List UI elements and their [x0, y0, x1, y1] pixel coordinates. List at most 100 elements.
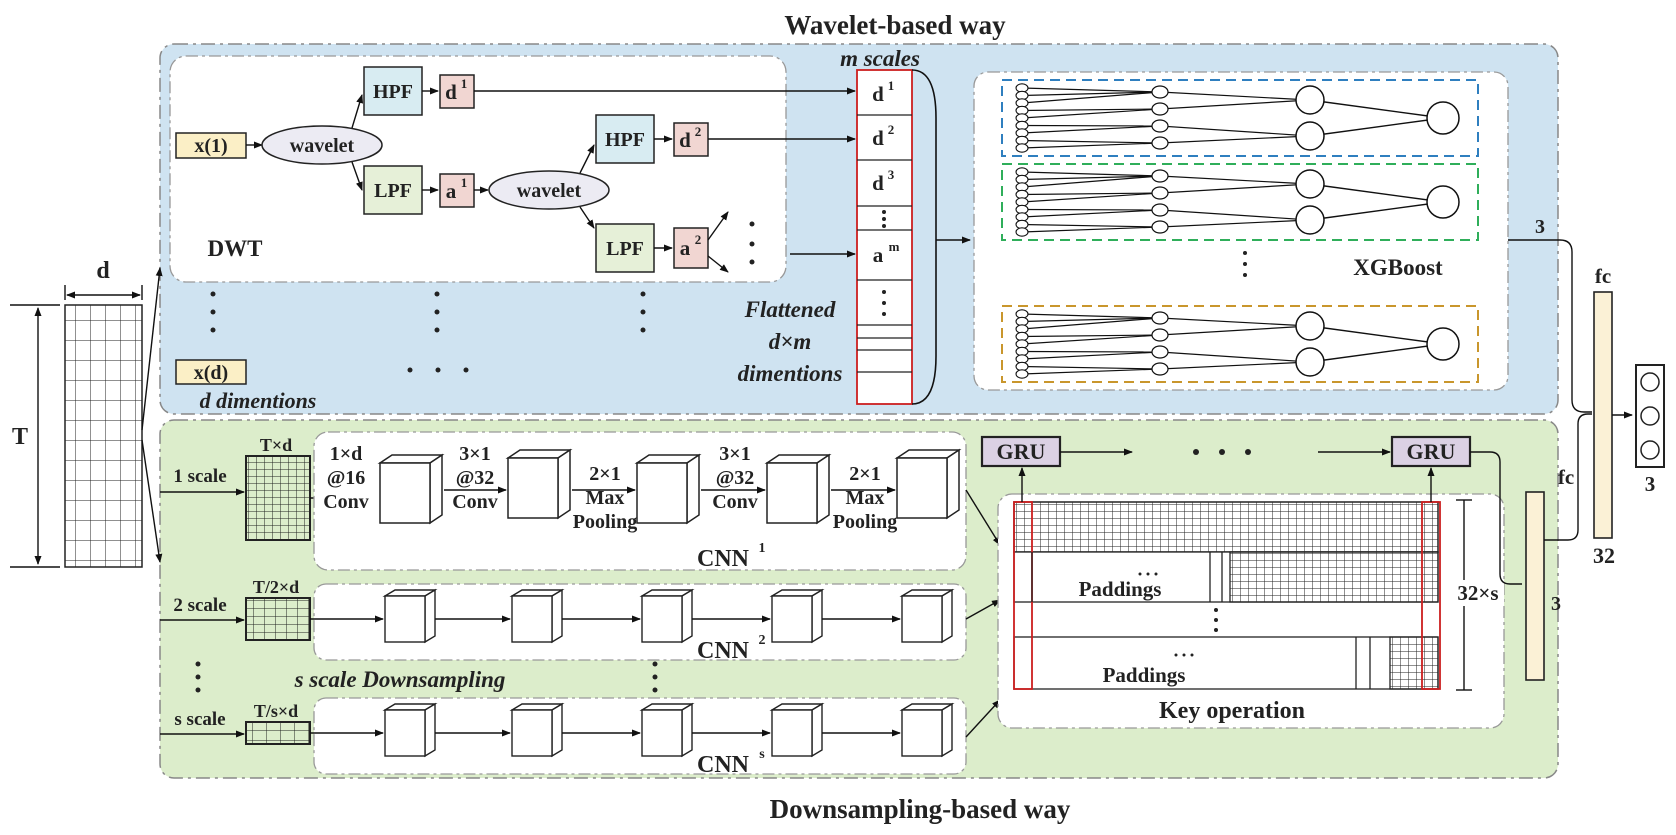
svg-text:2 scale: 2 scale: [173, 595, 226, 616]
title-downsampling-way: Downsampling-based way: [770, 794, 1071, 824]
cnn2-label: CNN 2: [697, 633, 766, 664]
scale-row-2: 2 scale T/2×d: [160, 577, 311, 641]
arrow-to-wavelet: [141, 267, 163, 431]
lpf-box-2: LPF: [595, 223, 655, 273]
svg-text:d×m: d×m: [769, 329, 812, 354]
xgboost-output-size: 3: [1535, 216, 1545, 238]
t-label: T: [12, 424, 28, 450]
svg-text:HPF: HPF: [605, 129, 645, 151]
x1-box: x(1): [175, 132, 247, 159]
hpf-box-1: HPF: [363, 66, 423, 116]
cnn-layer-5-label-3: Pooling: [833, 511, 897, 533]
xgboost-box: [973, 71, 1509, 391]
cnn-layer-3-label-1: 2×1: [589, 463, 620, 485]
fc-label-lower: fc: [1558, 465, 1574, 489]
xd-box: x(d): [175, 359, 247, 385]
svg-text:CNN: CNN: [697, 546, 750, 572]
cnns-label: CNN s: [697, 747, 765, 778]
fc-layer-lower: [1525, 491, 1545, 681]
svg-text:a: a: [873, 243, 884, 267]
flattened-label: Flattened d×m dimentions: [738, 297, 843, 386]
svg-text:2: 2: [759, 633, 766, 648]
svg-text:1 scale: 1 scale: [173, 466, 226, 487]
cnn-layer-3-label-2: Max: [586, 487, 625, 509]
svg-text:a: a: [446, 179, 457, 203]
xgboost-label: XGBoost: [1353, 255, 1443, 280]
svg-text:LPF: LPF: [606, 238, 644, 260]
svg-text:2: 2: [695, 232, 702, 247]
d-dimentions-label: d dimentions: [200, 388, 317, 413]
svg-text:dimentions: dimentions: [738, 361, 843, 386]
dwt-vertical-dots: [749, 221, 755, 265]
coef-a2: a 2: [673, 227, 709, 269]
input-matrix: d T: [10, 258, 163, 568]
svg-text:d: d: [872, 171, 884, 195]
coef-d1: d 1: [439, 74, 475, 109]
d-label: d: [96, 258, 110, 284]
scale-row-1: 1 scale T×d: [160, 435, 379, 541]
svg-text:3: 3: [888, 167, 895, 182]
cnn-layer-4-label-3: Conv: [712, 491, 758, 513]
key-operation-matrix: [1013, 501, 1441, 690]
final-output: [1635, 364, 1665, 468]
s-scale-downsampling-label: s scale Downsampling: [294, 667, 506, 692]
fc-lower-output: 3: [1551, 593, 1561, 615]
svg-text:2: 2: [888, 122, 895, 137]
cnn-layer-2-label-1: 3×1: [459, 443, 490, 465]
svg-text:LPF: LPF: [374, 180, 412, 202]
svg-text:CNN: CNN: [697, 752, 750, 778]
svg-text:GRU: GRU: [1407, 439, 1456, 464]
wavelet-node-2: wavelet: [488, 170, 610, 210]
scale-row-s: s scale T/s×d: [160, 701, 311, 745]
tree-box-2: [1001, 163, 1479, 241]
cnn1-layer-labels: 1×d@16Conv3×1@32Conv2×1MaxPooling3×1@32C…: [323, 443, 897, 533]
coef-d2: d 2: [673, 122, 709, 157]
size-bracket: [1454, 499, 1504, 691]
svg-text:HPF: HPF: [373, 81, 413, 103]
arrow-to-downsampling: [141, 439, 163, 563]
cnn-layer-5-label-1: 2×1: [849, 463, 880, 485]
fc-lower-to-fc: [1544, 413, 1592, 541]
gru-right: GRU: [1390, 435, 1472, 468]
svg-text:d: d: [445, 80, 457, 104]
svg-text:d: d: [872, 126, 884, 150]
svg-text:a: a: [680, 236, 691, 260]
cnn-layer-5-label-2: Max: [846, 487, 885, 509]
coefficient-stack: d 1 d 2 d 3 a m: [856, 69, 913, 405]
dwt-label: DWT: [208, 236, 263, 261]
m-scales-label: m scales: [840, 46, 920, 71]
tree-box-1: [1001, 79, 1479, 157]
cnn1-label: CNN 1: [697, 541, 766, 572]
cnn-layer-4-label-1: 3×1: [719, 443, 750, 465]
cnn-layer-2-label-2: @32: [456, 467, 495, 489]
cnn-layer-4-label-2: @32: [716, 467, 755, 489]
paddings-label-2: Paddings: [1103, 663, 1186, 687]
svg-text:T/s×d: T/s×d: [254, 701, 298, 721]
size-label: 32×s: [1457, 581, 1498, 605]
svg-text:CNN: CNN: [697, 638, 750, 664]
paddings-label-1: Paddings: [1079, 577, 1162, 601]
svg-text:s scale: s scale: [174, 709, 225, 730]
final-output-size: 3: [1645, 472, 1656, 496]
svg-text:Flattened: Flattened: [744, 297, 836, 322]
svg-text:s: s: [759, 747, 765, 762]
svg-text:m: m: [889, 239, 900, 254]
cnn-layer-1-label-1: 1×d: [330, 443, 363, 465]
cnn-layer-1-label-2: @16: [327, 467, 366, 489]
lpf-box-1: LPF: [363, 165, 423, 215]
cnn-layer-2-label-3: Conv: [452, 491, 498, 513]
scale-dots: [195, 661, 658, 693]
key-operation-label: Key operation: [1159, 698, 1305, 724]
svg-text:d: d: [679, 128, 691, 152]
cnn-layer-1-label-3: Conv: [323, 491, 369, 513]
input-grid: [64, 304, 143, 568]
gru-dots: [1193, 449, 1251, 455]
cnn-layer-3-label-3: Pooling: [573, 511, 637, 533]
coef-a1: a 1: [439, 173, 475, 208]
wavelet-node-1: wavelet: [261, 125, 383, 165]
hpf-box-2: HPF: [595, 114, 655, 164]
svg-text:1: 1: [888, 78, 895, 93]
svg-text:1: 1: [759, 541, 766, 556]
fc-label-upper: fc: [1595, 264, 1611, 288]
